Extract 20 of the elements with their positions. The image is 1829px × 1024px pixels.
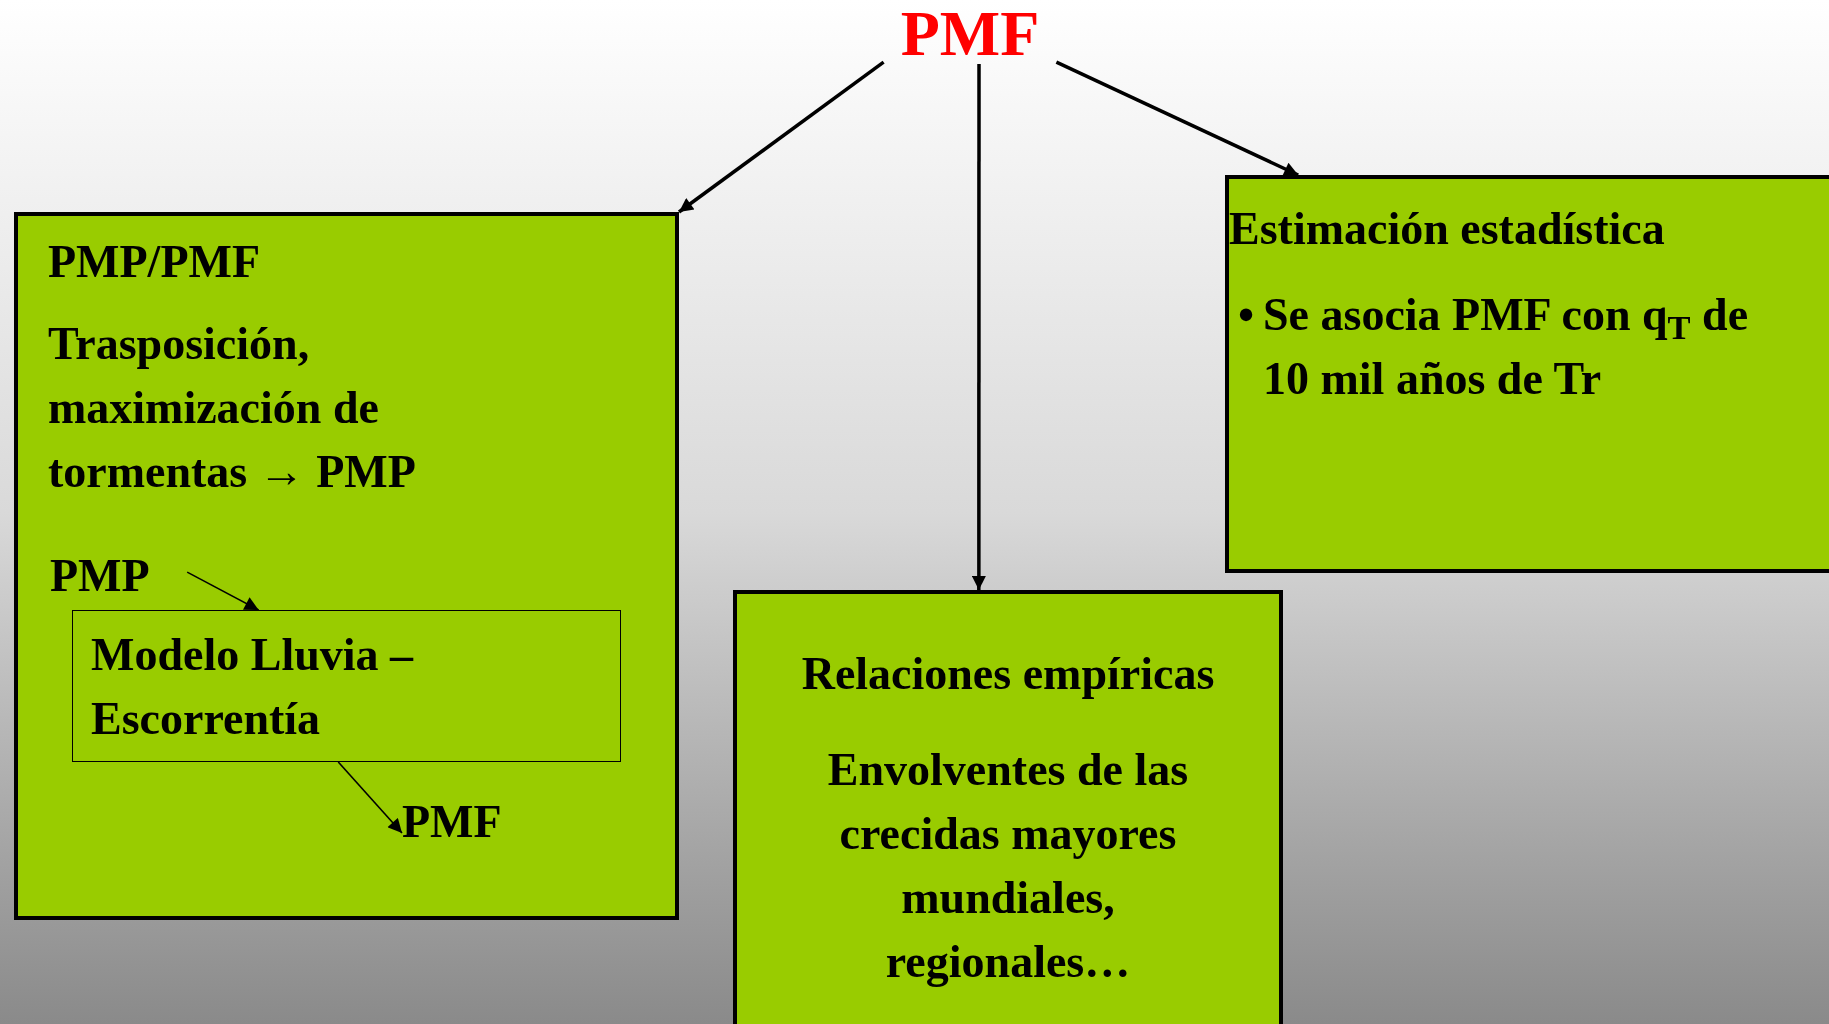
method-box	[733, 590, 1283, 1024]
heading-text: PMP/PMF	[48, 235, 261, 289]
body-text: Modelo Lluvia – Escorrentía	[91, 628, 415, 746]
body-text: Envolventes de las crecidas mayores mundiales, regionales…	[826, 743, 1190, 989]
bullet-text: Se asocia PMF con q$_{T}$ de 10 mil años de Tr	[1263, 288, 1750, 406]
arrow	[337, 761, 403, 834]
body-text: PMF	[900, 2, 1040, 66]
model-box	[72, 610, 621, 762]
body-text: PMF	[402, 795, 502, 849]
arrow	[1055, 60, 1299, 177]
body-text: Trasposición, maximización de tormentas → PMP	[48, 317, 417, 499]
bullet: •	[1236, 288, 1256, 342]
arrow	[677, 60, 885, 214]
heading-text: Estimación estadística	[1229, 202, 1666, 256]
heading-text: Relaciones empíricas	[800, 647, 1216, 701]
method-box	[14, 212, 679, 920]
arrow	[971, 64, 986, 590]
body-text: PMP	[50, 549, 150, 603]
arrow	[186, 571, 260, 611]
method-box	[1225, 175, 1829, 573]
